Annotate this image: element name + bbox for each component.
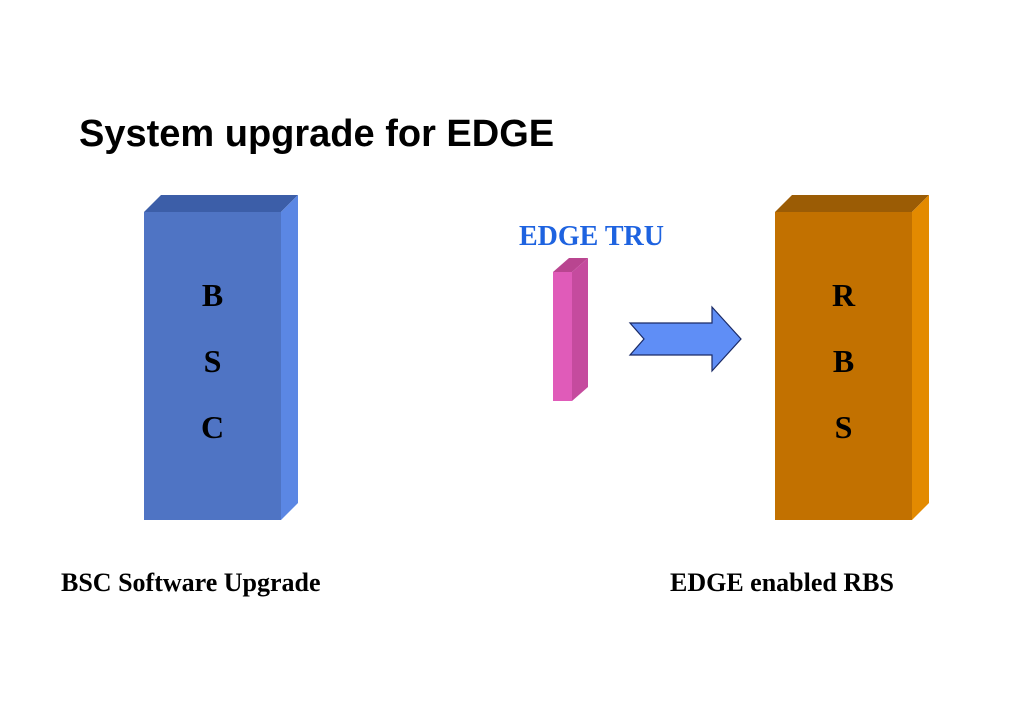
rbs-caption: EDGE enabled RBS bbox=[670, 568, 894, 597]
rbs-box bbox=[775, 195, 929, 520]
rbs-box-side bbox=[912, 195, 929, 520]
tru-module-side bbox=[572, 258, 588, 401]
rbs-box-top bbox=[775, 195, 929, 212]
bsc-box-top bbox=[144, 195, 298, 212]
bsc-letter: S bbox=[203, 343, 222, 379]
arrow-shape bbox=[628, 305, 742, 373]
tru-module-front bbox=[553, 272, 572, 401]
bsc-letters: B S C bbox=[144, 262, 281, 460]
tru-module bbox=[553, 258, 588, 401]
tru-module-top bbox=[553, 258, 588, 272]
bsc-box-side bbox=[281, 195, 298, 520]
slide-title: System upgrade for EDGE bbox=[79, 113, 555, 155]
bsc-box-front bbox=[144, 212, 281, 520]
bsc-letter: B bbox=[201, 277, 224, 313]
right-arrow-icon bbox=[628, 305, 742, 373]
rbs-box-front bbox=[775, 212, 912, 520]
tru-label: EDGE TRU bbox=[519, 221, 664, 252]
bsc-caption: BSC Software Upgrade bbox=[61, 568, 321, 597]
rbs-letter: B bbox=[832, 343, 855, 379]
bsc-letter: C bbox=[200, 409, 225, 445]
bsc-box bbox=[144, 195, 298, 520]
rbs-letters: R B S bbox=[775, 262, 912, 460]
rbs-letter: S bbox=[834, 409, 853, 445]
rbs-letter: R bbox=[831, 277, 856, 313]
